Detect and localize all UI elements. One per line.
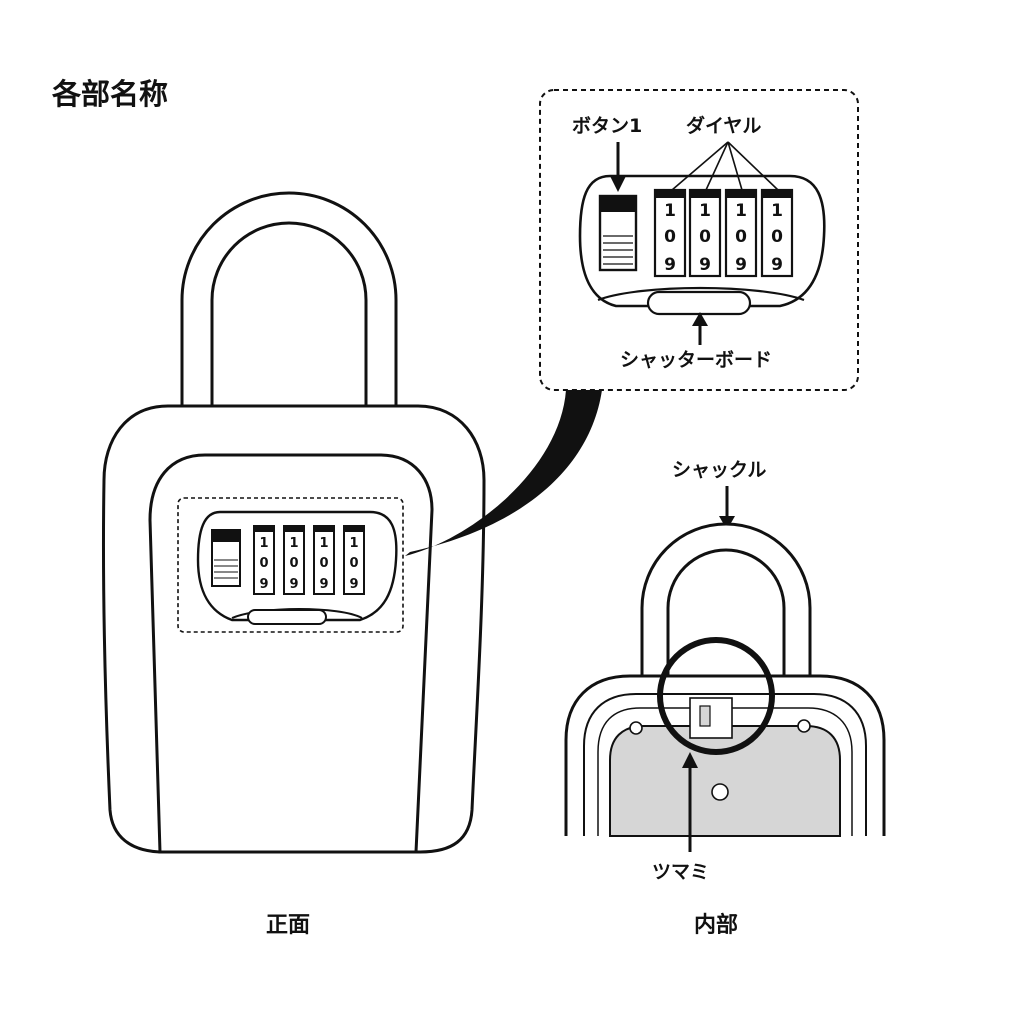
label-button-1: ボタン1: [572, 115, 642, 137]
front-shutter-slot: [247, 609, 327, 625]
caption-front: 正面: [266, 913, 310, 938]
front-dial-2: 1 0 9: [283, 525, 305, 595]
arrowhead-knob: [682, 752, 698, 768]
knob-highlight-ring: [657, 637, 775, 755]
inset-shutter-board: [597, 286, 805, 302]
inset-button: [598, 194, 638, 272]
front-dial-1-top: 1: [259, 536, 268, 551]
inset-dial-4-bottom: 9: [771, 255, 783, 275]
interior-screw-left: [629, 721, 643, 735]
inset-dial-4-middle: 0: [771, 227, 783, 247]
interior-compartment: [609, 725, 841, 837]
inset-dial-1-top: 1: [664, 201, 676, 221]
arrowhead-button-1: [610, 176, 626, 192]
front-dial-3-top: 1: [319, 536, 328, 551]
interior-latch-slot: [699, 705, 711, 727]
interior-view: シャックル ツマミ: [564, 459, 886, 883]
front-button: [211, 529, 241, 587]
inset-dial-2: 1 0 9: [688, 188, 722, 278]
front-dial-4-top: 1: [349, 536, 358, 551]
inset-dial-4: 1 0 9: [760, 188, 794, 278]
inset-dial-3: 1 0 9: [724, 188, 758, 278]
front-dial-4: 1 0 9: [343, 525, 365, 595]
interior-body-rim: [583, 693, 867, 836]
inset-dial-3-middle: 0: [735, 227, 747, 247]
front-shackle: [180, 191, 398, 412]
interior-screw-right: [797, 719, 811, 733]
front-dial-1: 1 0 9: [253, 525, 275, 595]
front-view: 1 0 9 1 0 9 1 0 9 1 0 9: [101, 191, 486, 854]
front-dial-3: 1 0 9: [313, 525, 335, 595]
inset-dial-2-top: 1: [699, 201, 711, 221]
front-dial-1-middle: 0: [259, 556, 268, 571]
front-dial-highlight: [177, 497, 404, 633]
inset-dial-1: 1 0 9: [653, 188, 687, 278]
front-dial-3-bottom: 9: [319, 577, 328, 592]
inset-dial-4-top: 1: [771, 201, 783, 221]
front-dial-2-top: 1: [289, 536, 298, 551]
inset-dial-1-middle: 0: [664, 227, 676, 247]
interior-shackle: [640, 522, 812, 678]
front-dial-4-bottom: 9: [349, 577, 358, 592]
inset-dial-3-top: 1: [735, 201, 747, 221]
zoom-connector: [405, 390, 602, 556]
inset-dial-1-bottom: 9: [664, 255, 676, 275]
front-dial-3-middle: 0: [319, 556, 328, 571]
front-dial-1-bottom: 9: [259, 577, 268, 592]
dial-inset: 1 0 9 1 0 9 1 0 9 1 0 9 ボタン1: [539, 89, 859, 391]
inset-shutter-slot: [646, 290, 752, 316]
interior-latch: [689, 697, 733, 739]
inset-dial-3-bottom: 9: [735, 255, 747, 275]
interior-hole: [711, 783, 729, 801]
caption-inside: 内部: [694, 912, 738, 938]
label-shutter-board: シャッターボード: [620, 349, 772, 371]
label-shackle: シャックル: [672, 459, 766, 481]
front-dial-2-bottom: 9: [289, 577, 298, 592]
dial-leader-lines: [671, 141, 779, 191]
label-knob: ツマミ: [652, 861, 709, 883]
front-dial-4-middle: 0: [349, 556, 358, 571]
arrowhead-shutter-board: [692, 312, 708, 326]
label-dial: ダイヤル: [686, 114, 761, 137]
inset-dial-2-middle: 0: [699, 227, 711, 247]
front-dial-2-middle: 0: [289, 556, 298, 571]
diagram-title: 各部名称: [51, 77, 168, 111]
inset-dial-2-bottom: 9: [699, 255, 711, 275]
